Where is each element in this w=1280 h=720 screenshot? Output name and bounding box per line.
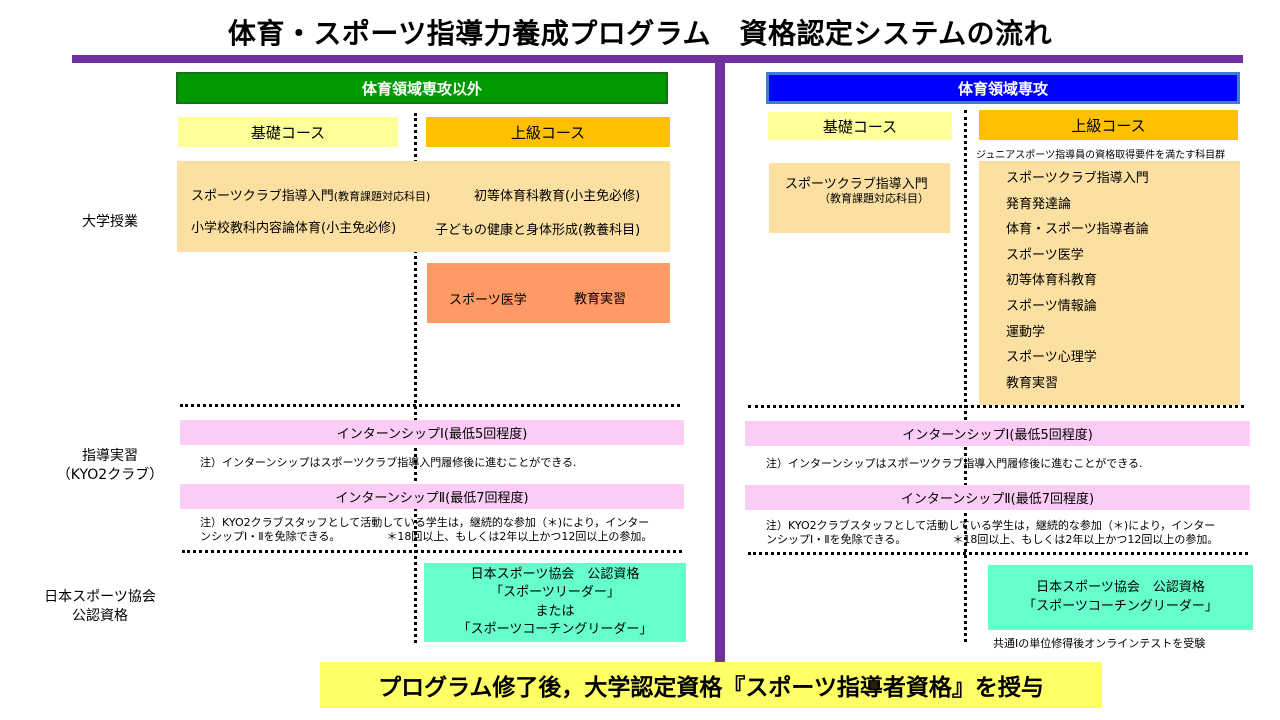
- left-course-block: スポーツクラブ指導入門(教育課題対応科目) 初等体育科教育(小主免必修) 小学校…: [177, 161, 670, 252]
- cert-line: 日本スポーツ協会 公認資格: [1036, 580, 1205, 596]
- row-label-practice: 指導実習 （KYO2クラブ）: [40, 447, 180, 485]
- course-note: （教育課題対応科目）: [819, 192, 929, 205]
- note-footnote: ＊18回以上、もしくは2年以上かつ12回以上の参加。: [386, 530, 653, 544]
- right-internship-2: インターンシップⅡ(最低7回程度): [745, 485, 1250, 510]
- row-label-university: 大学授業: [82, 214, 138, 230]
- note-line: ンシップⅠ・Ⅱを免除できる。: [766, 533, 907, 547]
- right-basic-course-label: 基礎コース: [768, 112, 952, 140]
- left-course-divider: [414, 113, 417, 643]
- course-item: 発育発達論: [1006, 196, 1072, 212]
- footer-banner: プログラム修了後，大学認定資格『スポーツ指導者資格』を授与: [320, 662, 1102, 708]
- cert-line: または: [535, 603, 575, 619]
- note-line: ンシップⅠ・Ⅱを免除できる。: [200, 530, 341, 544]
- course-item: 小学校教科内容論体育(小主免必修): [191, 221, 397, 236]
- course-note: (教育課題対応科目): [333, 190, 431, 203]
- note-line: 注）KYO2クラブスタッフとして活動している学生は，継続的な参加（＊)により，イ…: [766, 519, 1216, 532]
- course-item: スポーツ情報論: [1006, 298, 1097, 314]
- course-item: スポーツクラブ指導入門: [1006, 171, 1149, 186]
- course-item: 初等体育科教育(小主免必修): [474, 189, 641, 204]
- left-separator: [182, 550, 682, 553]
- left-internship-2: インターンシップⅡ(最低7回程度): [180, 484, 684, 509]
- course-item: スポーツクラブ指導入門: [785, 177, 928, 192]
- right-separator: [748, 405, 1244, 408]
- right-basic-block: スポーツクラブ指導入門 （教育課題対応科目）: [769, 163, 950, 233]
- left-basic-course-label: 基礎コース: [178, 117, 398, 147]
- course-item: 体育・スポーツ指導者論: [1006, 222, 1149, 238]
- row-label-cert-line1: 日本スポーツ協会: [44, 589, 156, 605]
- right-course-divider: [964, 110, 967, 642]
- left-note-1: 注）インターンシップはスポーツクラブ指導入門履修後に進むことができる.: [200, 456, 577, 469]
- course-item: 教育実習: [574, 292, 627, 307]
- right-separator: [748, 552, 1248, 555]
- right-internship-1: インターンシップⅠ(最低5回程度): [745, 421, 1250, 446]
- row-label-cert: 日本スポーツ協会 公認資格: [30, 588, 170, 626]
- note-line: 注）KYO2クラブスタッフとして活動している学生は，継続的な参加（＊)により，イ…: [200, 516, 650, 529]
- right-advanced-block: スポーツクラブ指導入門 発育発達論 体育・スポーツ指導者論 スポーツ医学 初等体…: [979, 161, 1240, 405]
- left-header: 体育領域専攻以外: [176, 72, 668, 104]
- row-label-practice-line2: （KYO2クラブ）: [56, 466, 164, 483]
- right-note-2: 注）KYO2クラブスタッフとして活動している学生は，継続的な参加（＊)により，イ…: [766, 519, 1256, 548]
- left-internship-1: インターンシップⅠ(最低5回程度): [180, 420, 684, 445]
- right-advanced-caption: ジュニアスポーツ指導員の資格取得要件を満たす科目群: [976, 150, 1226, 161]
- left-advanced-course-label: 上級コース: [426, 117, 670, 147]
- course-item: スポーツクラブ指導入門(教育課題対応科目): [191, 185, 430, 204]
- row-label-cert-line2: 公認資格: [72, 607, 128, 624]
- right-cert-note: 共通Ⅰの単位修得後オンラインテストを受験: [993, 637, 1206, 650]
- course-item: スポーツ心理学: [1006, 350, 1097, 366]
- row-label-practice-line1: 指導実習: [82, 448, 138, 464]
- cert-line: 「スポーツコーチングリーダー」: [457, 621, 653, 637]
- page-title: 体育・スポーツ指導力養成プログラム 資格認定システムの流れ: [227, 17, 1053, 50]
- divider-horizontal: [72, 55, 1243, 63]
- course-item: 教育実習: [1006, 375, 1059, 391]
- course-item: 初等体育科教育: [1006, 273, 1098, 289]
- right-header: 体育領域専攻: [766, 72, 1240, 104]
- left-cert-box: 日本スポーツ協会 公認資格 「スポーツリーダー」 または 「スポーツコーチングリ…: [424, 563, 686, 642]
- note-footnote: ＊18回以上、もしくは2年以上かつ12回以上の参加。: [952, 533, 1219, 547]
- right-advanced-course-label: 上級コース: [979, 110, 1238, 140]
- course-item: スポーツ医学: [1006, 247, 1084, 263]
- right-note-1: 注）インターンシップはスポーツクラブ指導入門履修後に進むことができる.: [766, 457, 1143, 470]
- left-separator: [180, 404, 680, 407]
- cert-line: 「スポーツリーダー」: [490, 585, 620, 601]
- left-note-2: 注）KYO2クラブスタッフとして活動している学生は，継続的な参加（＊)により，イ…: [200, 516, 690, 545]
- course-item: 子どもの健康と身体形成(教養科目): [435, 223, 641, 238]
- cert-line: 「スポーツコーチングリーダー」: [1023, 598, 1218, 614]
- cert-line: 日本スポーツ協会 公認資格: [470, 567, 640, 583]
- course-name: スポーツクラブ指導入門: [191, 189, 334, 204]
- divider-vertical: [715, 62, 725, 662]
- course-item: 運動学: [1006, 324, 1046, 340]
- left-advanced-extra-block: スポーツ医学 教育実習: [427, 263, 670, 323]
- course-item: スポーツ医学: [449, 293, 527, 308]
- right-cert-box: 日本スポーツ協会 公認資格 「スポーツコーチングリーダー」: [988, 565, 1253, 630]
